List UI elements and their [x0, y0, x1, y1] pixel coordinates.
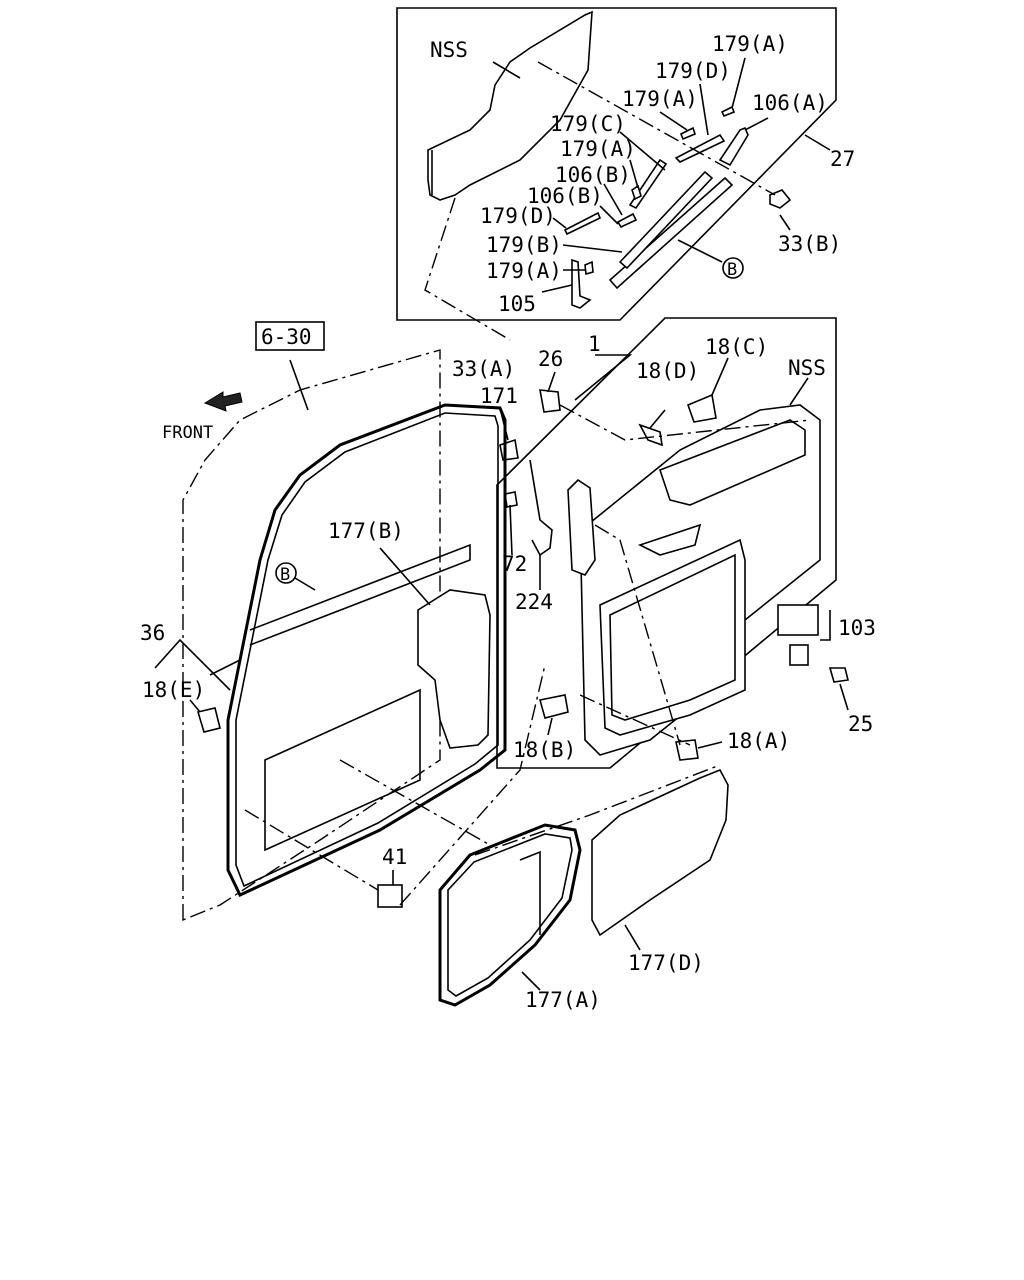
- callout-105: 105: [498, 292, 536, 316]
- callout-177b: 177(B): [328, 519, 404, 543]
- callout-179a-4: 179(A): [486, 259, 562, 283]
- callout-b-inset: B: [727, 260, 737, 280]
- callout-nss-main: NSS: [788, 356, 826, 380]
- door-trim-panel: [496, 317, 849, 769]
- callout-33a: 33(A): [452, 357, 515, 381]
- callout-72: 72: [502, 552, 527, 576]
- reference-box-label: 6-30: [261, 325, 312, 349]
- callout-106a: 106(A): [752, 91, 828, 115]
- callout-224: 224: [515, 590, 553, 614]
- front-label: FRONT: [162, 423, 213, 443]
- callout-179a-3: 179(A): [560, 137, 636, 161]
- callout-177d: 177(D): [628, 951, 704, 975]
- callout-177a: 177(A): [525, 988, 601, 1012]
- door-outer-frame: [154, 349, 546, 922]
- callout-18d: 18(D): [636, 359, 699, 383]
- callout-18a: 18(A): [727, 729, 790, 753]
- callout-179d-1: 179(D): [655, 59, 731, 83]
- callout-41: 41: [382, 845, 407, 869]
- arrow-left-icon: [203, 391, 243, 412]
- callout-27: 27: [830, 147, 855, 171]
- callout-26: 26: [538, 347, 563, 371]
- callout-18c: 18(C): [705, 335, 768, 359]
- lower-glass-panels: [438, 764, 729, 1007]
- callout-b-main: B: [280, 565, 290, 585]
- callout-33b: 33(B): [778, 232, 841, 256]
- callout-171: 171: [480, 384, 518, 408]
- callout-1: 1: [588, 332, 601, 356]
- callout-179a-1: 179(A): [712, 32, 788, 56]
- callout-179d-2: 179(D): [480, 204, 556, 228]
- callout-179c: 179(C): [550, 112, 626, 136]
- callout-106b-1: 106(B): [555, 163, 631, 187]
- callout-18e: 18(E): [142, 678, 205, 702]
- callout-179a-2: 179(A): [622, 87, 698, 111]
- reference-box-frame: [255, 321, 325, 351]
- callout-106b-2: 106(B): [527, 184, 603, 208]
- callout-36: 36: [140, 621, 165, 645]
- callout-103: 103: [838, 616, 876, 640]
- inset-detail-box: [396, 7, 837, 341]
- callout-18b: 18(B): [513, 738, 576, 762]
- callout-179b: 179(B): [486, 233, 562, 257]
- callout-25: 25: [848, 712, 873, 736]
- callout-nss-inset: NSS: [430, 38, 468, 62]
